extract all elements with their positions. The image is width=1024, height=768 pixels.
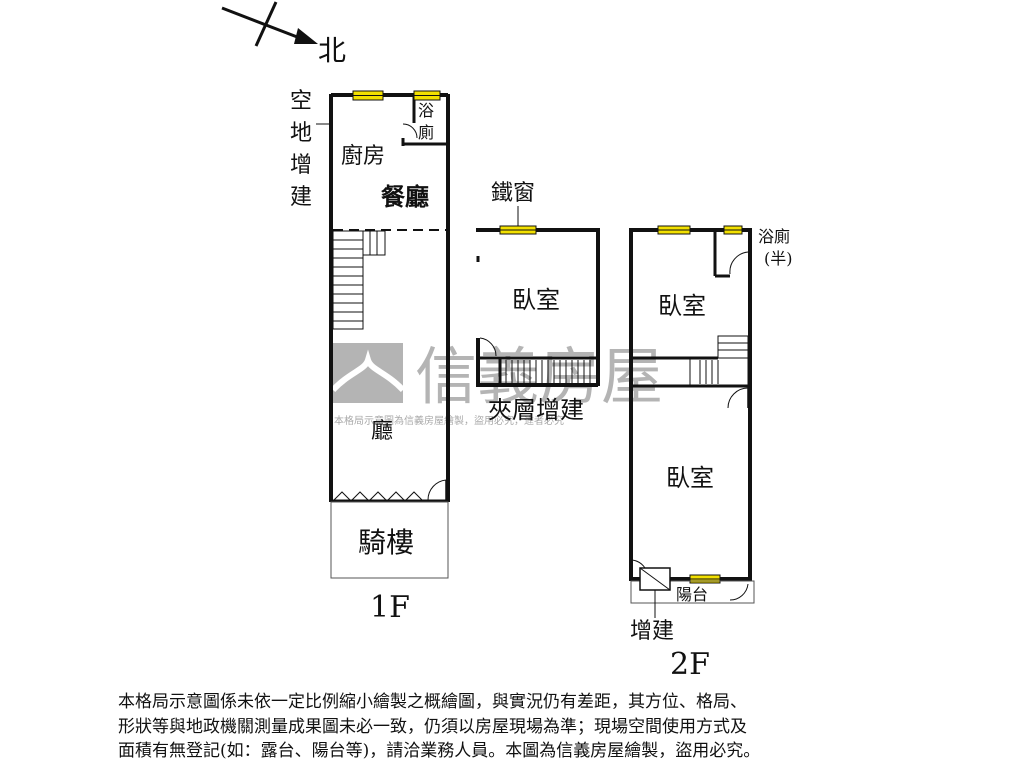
dining-label: 餐廳: [381, 182, 429, 211]
disclaimer-line: 本格局示意圖係未依一定比例縮小繪製之概繪圖，與實況仍有差距，其方位、格局、: [118, 692, 747, 712]
door: [729, 583, 749, 601]
staircase: [332, 230, 386, 330]
north-arrow-line: [221, 6, 306, 42]
mezzanine-floor: 鐵窗 臥室 夾層增建: [476, 181, 600, 424]
floor-label-1f: 1F: [370, 590, 410, 625]
kitchen-label: 廚房: [341, 144, 385, 169]
bath-1f-label-bottom: 廁: [418, 123, 434, 142]
extension-box: [639, 567, 671, 591]
north-label: 北: [318, 34, 346, 67]
bath-half-label: 浴廁: [758, 227, 790, 246]
yard-extension-label: 空 地 增 建: [290, 89, 319, 210]
watermark-logo-wave: [330, 349, 406, 393]
iron-window-label: 鐵窗: [491, 181, 535, 206]
disclaimer-line: 面積有無登記(如：露台、陽台等)，請洽業務人員。本圖為信義房屋繪製，盜用必究。: [118, 741, 761, 761]
disclaimer: 本格局示意圖係未依一定比例縮小繪製之概繪圖，與實況仍有差距，其方位、格局、 形狀…: [118, 690, 918, 764]
folding-door: [332, 491, 424, 502]
compass: 北: [221, 1, 346, 67]
first-floor: 空 地 增 建 廚房 浴 廁 餐廳 廳 騎樓 1F: [290, 89, 450, 625]
second-floor: 浴廁 (半) 臥室 臥室 陽台 增建 2F: [629, 225, 793, 682]
bedroom-2f-lower-label: 臥室: [666, 464, 714, 492]
living-label: 廳: [371, 419, 393, 444]
balcony-outline: [630, 580, 755, 604]
bath-half-label-suffix: (半): [764, 249, 793, 268]
door: [479, 337, 497, 357]
door: [427, 479, 447, 501]
extension-2f-label: 增建: [630, 619, 674, 644]
arcade-label: 騎樓: [358, 526, 414, 559]
arcade-outline: [330, 501, 449, 579]
balcony-label: 陽台: [676, 585, 708, 604]
staircase: [689, 335, 749, 387]
door: [402, 123, 418, 139]
bath-1f-label-top: 浴: [418, 101, 434, 120]
door: [727, 387, 749, 409]
floor-plan: 北 信義房屋 本格局示意圖為信義房屋繪製，盜用必究，違者必究: [221, 1, 793, 682]
mezzanine-extension-label: 夾層增建: [488, 396, 584, 424]
watermark: 信義房屋 本格局示意圖為信義房屋繪製，盜用必究，違者必究: [330, 340, 663, 427]
floor-label-2f: 2F: [670, 647, 710, 682]
watermark-brand: 信義房屋: [415, 340, 663, 413]
bedroom-2f-upper-label: 臥室: [658, 292, 706, 320]
north-arrow-cross: [254, 1, 278, 47]
mezz-bedroom-label: 臥室: [512, 286, 560, 314]
door: [729, 251, 749, 275]
staircase: [505, 360, 591, 384]
disclaimer-line: 形狀等與地政機關測量成果圖未必一致，仍須以房屋現場為準；現場空間使用方式及: [118, 716, 747, 737]
north-arrow-head: [294, 28, 318, 44]
